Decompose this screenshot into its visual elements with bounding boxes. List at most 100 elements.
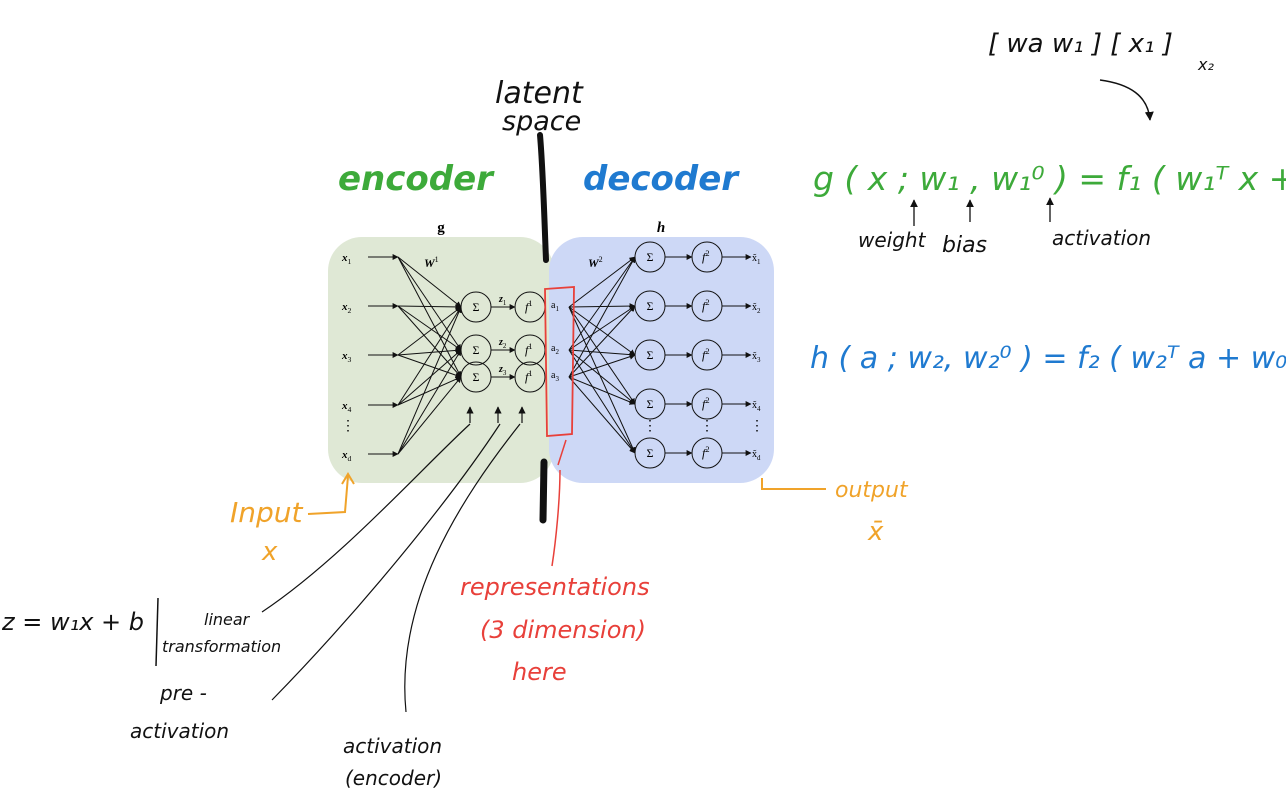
decoder-weight-label: W2 <box>588 255 603 270</box>
representation-bracket <box>544 286 575 437</box>
decoder-sum-node <box>634 339 666 371</box>
linear-pointer <box>261 423 471 613</box>
input-note: Input <box>230 496 304 529</box>
encoder-edge <box>397 376 462 455</box>
encoder-edge <box>397 376 462 406</box>
ellipsis: ⋮ <box>643 419 657 434</box>
output-label: x̃2 <box>752 302 761 315</box>
pre-activation-label: z3 <box>498 364 507 377</box>
decoder-sum-symbol: Σ <box>647 446 654 460</box>
preactivation-line1: pre - <box>159 681 207 705</box>
pre-activation-label: z1 <box>498 294 507 307</box>
z-equation: z = w₁x + b <box>1 608 144 636</box>
activation-enc-pointer <box>404 423 521 713</box>
decoder-edge <box>568 376 636 454</box>
decoder-activation-symbol: f2 <box>702 249 710 264</box>
representation-line1: representations <box>460 573 650 601</box>
decoder-activation-symbol: f2 <box>702 347 710 362</box>
encoder-block-label: g <box>437 220 445 236</box>
encoder-edge <box>397 306 462 455</box>
decoder-edge <box>568 349 636 405</box>
decoder-activation-symbol: f2 <box>702 396 710 411</box>
decoder-block <box>549 237 774 483</box>
decoder-edge <box>568 376 636 405</box>
encoder-edge <box>397 306 462 356</box>
decoder-sum-symbol: Σ <box>647 250 654 264</box>
decoder-sum-symbol: Σ <box>647 299 654 313</box>
encoder-sum-node <box>460 361 492 393</box>
input-label: x1 <box>341 252 352 266</box>
ellipsis: ⋮ <box>750 419 764 434</box>
decoder-edge <box>568 349 636 454</box>
output-arrow <box>761 478 826 490</box>
encoder-edge <box>397 306 462 406</box>
sum-symbol: Σ <box>473 300 480 314</box>
matrix-note: [ wa w₁ ] [ x₁ ] <box>988 29 1173 59</box>
activation-symbol: f1 <box>525 342 533 357</box>
latent-divider-bottom <box>539 458 548 524</box>
encoder-weight-label: W1 <box>424 255 439 270</box>
decoder-edge <box>568 256 636 351</box>
encoder-edge <box>397 349 462 455</box>
output-label: x̃1 <box>752 253 761 266</box>
encoder-edge <box>397 305 462 378</box>
decoder-label: decoder <box>583 159 740 199</box>
encoder-edge <box>397 349 462 406</box>
representation-line2: (3 dimension) <box>480 616 646 644</box>
network-nodes <box>460 241 723 469</box>
weight-note: weight <box>858 228 927 252</box>
decoder-edge <box>568 305 636 351</box>
matrix-note-row2: x₂ <box>1197 55 1214 74</box>
ellipsis: ⋮ <box>700 419 714 434</box>
encoder-edge <box>397 305 462 351</box>
encoder-edge <box>397 303 462 310</box>
decoder-edge <box>568 256 636 378</box>
matrix-arrow <box>1099 79 1154 121</box>
decoder-activation-symbol: f2 <box>702 445 710 460</box>
activation-note: activation <box>1052 226 1151 250</box>
output-label: x̃4 <box>752 400 761 413</box>
network-edges <box>368 254 752 457</box>
encoder-edge <box>397 256 462 308</box>
activation-symbol: f1 <box>525 369 533 384</box>
input-label: xd <box>341 449 352 463</box>
h-equation: h ( a ; w₂, w₂⁰ ) = f₂ ( w₂ᵀ a + w₀² ) <box>810 341 1286 376</box>
decoder-activation-node <box>691 437 723 469</box>
decoder-block-label: h <box>657 220 665 236</box>
input-label: x3 <box>341 350 352 364</box>
activation-enc-line2: (encoder) <box>345 766 442 790</box>
linear-note-line1: linear <box>204 610 251 629</box>
representation-pointer <box>551 469 561 567</box>
decoder-sum-symbol: Σ <box>647 348 654 362</box>
encoder-edge <box>397 347 462 356</box>
latent-label-line1: latent <box>495 76 584 111</box>
encoder-label: encoder <box>338 159 495 199</box>
latent-divider-top <box>537 132 549 263</box>
decoder-sum-symbol: Σ <box>647 397 654 411</box>
encoder-sum-node <box>460 334 492 366</box>
decoder-activation-node <box>691 339 723 371</box>
decoder-edge <box>568 306 636 454</box>
bias-note: bias <box>942 233 987 258</box>
input-arrowhead <box>341 472 355 485</box>
encoder-edge <box>397 256 462 351</box>
decoder-activation-node <box>691 290 723 322</box>
decoder-sum-node <box>634 388 666 420</box>
encoder-edge <box>397 354 462 379</box>
linear-note-line2: transformation <box>162 637 281 656</box>
encoder-activation-node <box>514 361 546 393</box>
sum-symbol: Σ <box>473 370 480 384</box>
pre-activation-label: z2 <box>498 337 507 350</box>
preactivation-line2: activation <box>130 719 229 743</box>
decoder-edge <box>568 306 636 405</box>
output-note: output <box>835 478 909 503</box>
input-arrow <box>307 475 349 515</box>
input-label: x2 <box>341 301 352 315</box>
activation-enc-line1: activation <box>343 734 442 758</box>
decoder-activation-node <box>691 388 723 420</box>
activation-symbol: f1 <box>525 299 533 314</box>
code-label: a2 <box>551 343 559 356</box>
decoder-edge <box>568 256 636 308</box>
